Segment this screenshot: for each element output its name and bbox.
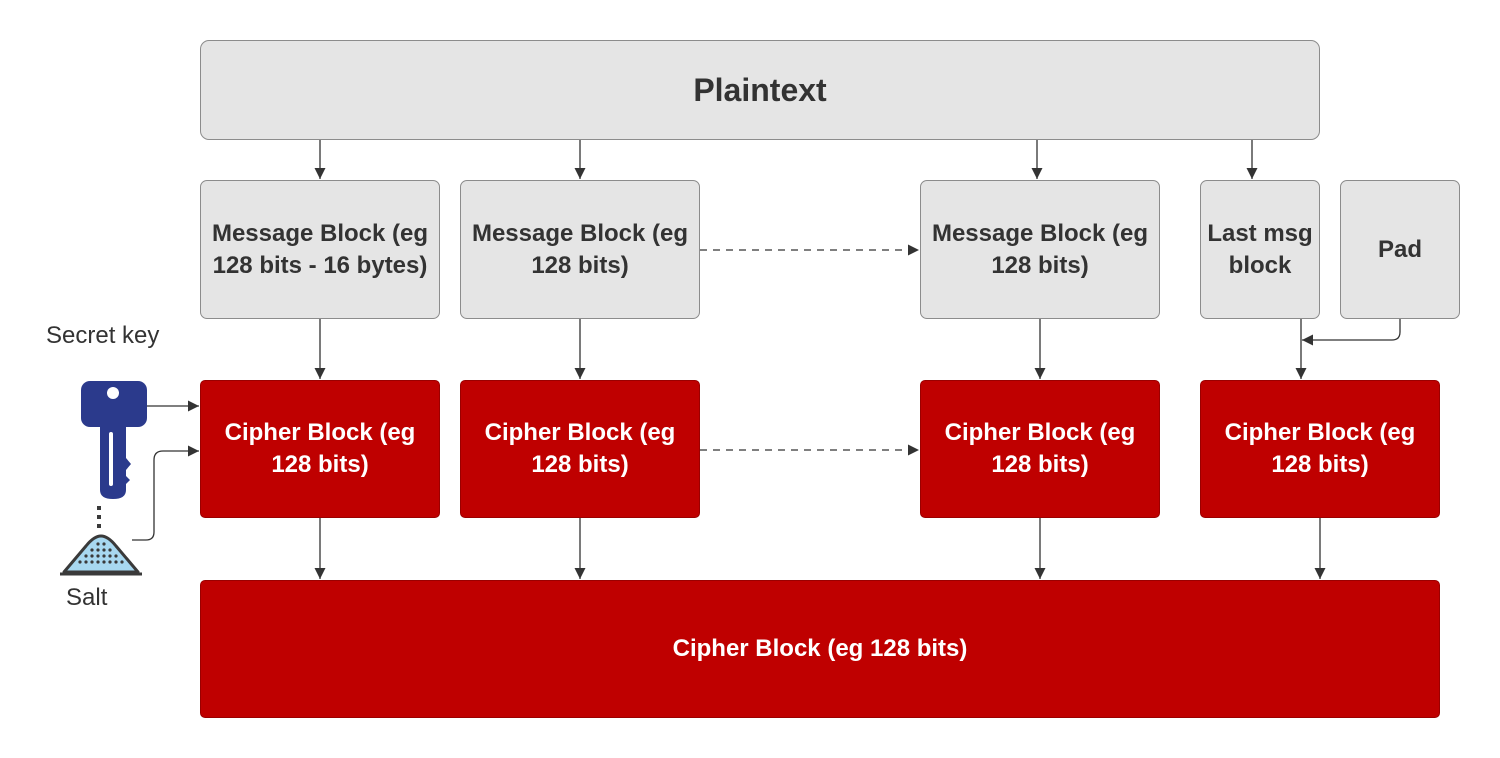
salt-label: Salt xyxy=(66,584,108,611)
message-block-label: Message Block (eg 128 bits) xyxy=(471,219,689,279)
arrow-salt-cb1 xyxy=(132,445,199,541)
secret-key-label: Secret key xyxy=(46,322,160,349)
cipher-block-label: Cipher Block (eg 128 bits) xyxy=(484,419,676,478)
message-block-3: Message Block (eg 128 bits) xyxy=(920,180,1160,319)
cipher-block-3: Cipher Block (eg 128 bits) xyxy=(920,380,1160,518)
cipher-block-2: Cipher Block (eg 128 bits) xyxy=(460,380,700,518)
message-block-1: Message Block (eg 128 bits - 16 bytes) xyxy=(200,180,440,319)
pad-block: Pad xyxy=(1340,180,1460,319)
plaintext-label: Plaintext xyxy=(693,72,827,108)
cipher-block-1: Cipher Block (eg 128 bits) xyxy=(200,380,440,518)
final-cipher-block: Cipher Block (eg 128 bits) xyxy=(200,580,1440,718)
last-message-block: Last msg block xyxy=(1200,180,1320,319)
salt-pile-icon xyxy=(60,506,142,576)
key-icon xyxy=(81,381,147,499)
message-block-2: Message Block (eg 128 bits) xyxy=(460,180,700,319)
arrow-pad-join xyxy=(1302,319,1401,346)
final-cipher-label: Cipher Block (eg 128 bits) xyxy=(672,635,968,662)
cipher-block-label: Cipher Block (eg 128 bits) xyxy=(224,419,416,478)
pad-label: Pad xyxy=(1377,235,1422,263)
plaintext-box: Plaintext xyxy=(200,40,1320,140)
cipher-block-4: Cipher Block (eg 128 bits) xyxy=(1200,380,1440,518)
cipher-block-label: Cipher Block (eg 128 bits) xyxy=(1224,419,1416,478)
message-block-label: Message Block (eg 128 bits - 16 bytes) xyxy=(211,219,429,279)
last-message-block-label: Last msg block xyxy=(1207,219,1313,279)
cipher-block-label: Cipher Block (eg 128 bits) xyxy=(944,419,1136,478)
message-block-label: Message Block (eg 128 bits) xyxy=(931,219,1149,279)
